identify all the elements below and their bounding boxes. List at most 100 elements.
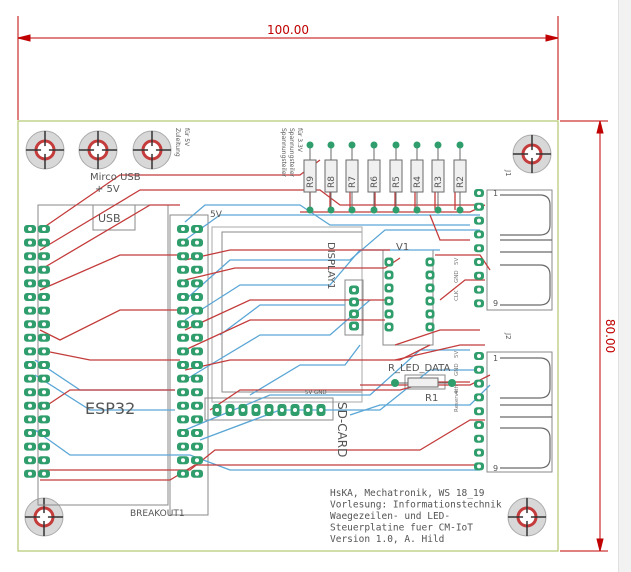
- j1-pin9-label: 9: [493, 299, 498, 308]
- esp32-pin-l-drill: [28, 376, 32, 381]
- resistor-pad: [306, 206, 314, 214]
- esp32-pin-r-drill: [195, 363, 199, 367]
- esp32-pin-l-drill: [42, 322, 46, 327]
- power-note-2: für 5V: [183, 128, 190, 147]
- esp32-pin-r-drill: [181, 458, 185, 463]
- v1-pin-drill: [387, 312, 391, 316]
- resistor-pad: [306, 141, 314, 149]
- esp32-pin-r-drill: [195, 322, 199, 327]
- v1-pin-drill: [428, 299, 432, 303]
- resistor-label-r8: R8: [327, 176, 337, 188]
- info-line: Steuerplatine fuer CM-IoT: [330, 523, 473, 534]
- resistor-body: [431, 159, 445, 193]
- esp32-pin-l-drill: [28, 227, 32, 231]
- esp32-pin-r-drill: [181, 240, 185, 245]
- resistor-body: [453, 159, 467, 193]
- resistor-pad: [370, 141, 378, 149]
- v1-pin-drill: [387, 299, 391, 303]
- five-v-label: 5V: [210, 210, 223, 220]
- esp32-pin-r-drill: [195, 431, 199, 435]
- esp32-pin-r-drill: [195, 267, 199, 272]
- j1-pin-drill: [477, 273, 481, 278]
- mounting-holes: [24, 130, 552, 537]
- sd-card-pin-drill: [215, 408, 219, 412]
- j1-pin-drill: [477, 191, 481, 195]
- esp32-pin-l-drill: [42, 281, 46, 286]
- esp32-pin-r-drill: [181, 431, 185, 435]
- esp32-pin-l-drill: [28, 349, 32, 354]
- esp32-pin-r-drill: [181, 308, 185, 313]
- esp32-pin-r-drill: [195, 458, 199, 463]
- r1-resistor: [391, 377, 456, 388]
- resistor-label-r3: R3: [434, 176, 444, 188]
- dsub-connectors: [500, 194, 552, 469]
- esp32-pin-l-drill: [28, 281, 32, 286]
- sd-card-label: SD-CARD: [335, 402, 349, 457]
- j2-pin-drill: [477, 423, 481, 427]
- esp32-pin-r-drill: [195, 444, 199, 449]
- esp32-pin-r-drill: [181, 376, 185, 381]
- v1-label: V1: [396, 242, 409, 253]
- scrollbar[interactable]: [618, 0, 631, 572]
- resistor-pad: [327, 141, 335, 149]
- display-pin-drill: [352, 288, 356, 292]
- j2-pin-drill: [477, 436, 481, 441]
- esp32-pin-l-drill: [42, 376, 46, 381]
- resistor-label-r6: R6: [370, 176, 380, 188]
- resistor-body: [367, 159, 381, 193]
- esp32-pin-l-drill: [28, 403, 32, 408]
- info-line: HsKA, Mechatronik, WS 18_19: [330, 488, 485, 499]
- esp32-pin-r-drill: [195, 281, 199, 286]
- resistor-label-r9: R9: [306, 176, 316, 188]
- j2-pin-drill: [477, 450, 481, 455]
- sd-card-pin-drill: [319, 408, 323, 412]
- esp32-pin-r-drill: [195, 376, 199, 381]
- height-dimension-label: 80.00: [603, 319, 617, 353]
- resistor-pad: [434, 141, 442, 149]
- esp32-right-pins: [177, 225, 203, 478]
- esp32-pin-l-drill: [42, 458, 46, 463]
- resistor-body: [324, 159, 338, 193]
- esp32-pin-l-drill: [42, 403, 46, 408]
- j1-label: J1: [504, 169, 512, 177]
- resistor-label-r7: R7: [348, 176, 358, 188]
- esp32-pin-r-drill: [181, 417, 185, 422]
- esp32-pin-l-drill: [28, 417, 32, 422]
- sd-card-pin-drill: [306, 408, 310, 412]
- v1-pin-drill: [428, 325, 432, 329]
- display-label: DISPLAY1: [325, 242, 336, 289]
- esp32-pin-r-drill: [181, 227, 185, 231]
- resistor-pad: [348, 141, 356, 149]
- esp32-pin-r-drill: [181, 322, 185, 327]
- resistor-label-r5: R5: [392, 176, 402, 188]
- esp32-pin-l-drill: [28, 335, 32, 340]
- esp32-pin-r-drill: [195, 417, 199, 422]
- esp32-pin-r-drill: [195, 227, 199, 231]
- sd-pin-label: 5V GND: [305, 390, 327, 396]
- esp32-pin-r-drill: [181, 363, 185, 367]
- info-line: Vorlesung: Informationstechnik: [330, 500, 502, 511]
- esp32-pin-l-drill: [42, 308, 46, 313]
- r-led-data-label: R_LED_DATA: [388, 363, 450, 374]
- j2-label: J2: [504, 332, 512, 340]
- resistor-pad: [413, 206, 421, 214]
- display-pins: [349, 285, 359, 331]
- resistor-pad: [434, 206, 442, 214]
- esp32-pin-l-drill: [28, 254, 32, 259]
- display-pin-drill: [352, 300, 356, 304]
- voltage-divider-note-1: Spannungsteiler: [280, 128, 287, 178]
- width-dimension-label: 100.00: [267, 23, 309, 37]
- esp32-pin-r-drill: [195, 240, 199, 245]
- j1-pin-drill: [477, 204, 481, 209]
- esp32-pin-r-drill: [181, 281, 185, 286]
- connector-pin-note: Reserve: [454, 389, 460, 412]
- esp32-pin-r-drill: [181, 390, 185, 395]
- esp32-pin-r-drill: [181, 335, 185, 340]
- v1-pin-drill: [428, 260, 432, 264]
- esp32-pin-l-drill: [42, 335, 46, 340]
- resistor-label-r2: R2: [456, 176, 466, 188]
- esp32-pin-l-drill: [28, 431, 32, 435]
- power-note: Zuleitung: [174, 128, 181, 157]
